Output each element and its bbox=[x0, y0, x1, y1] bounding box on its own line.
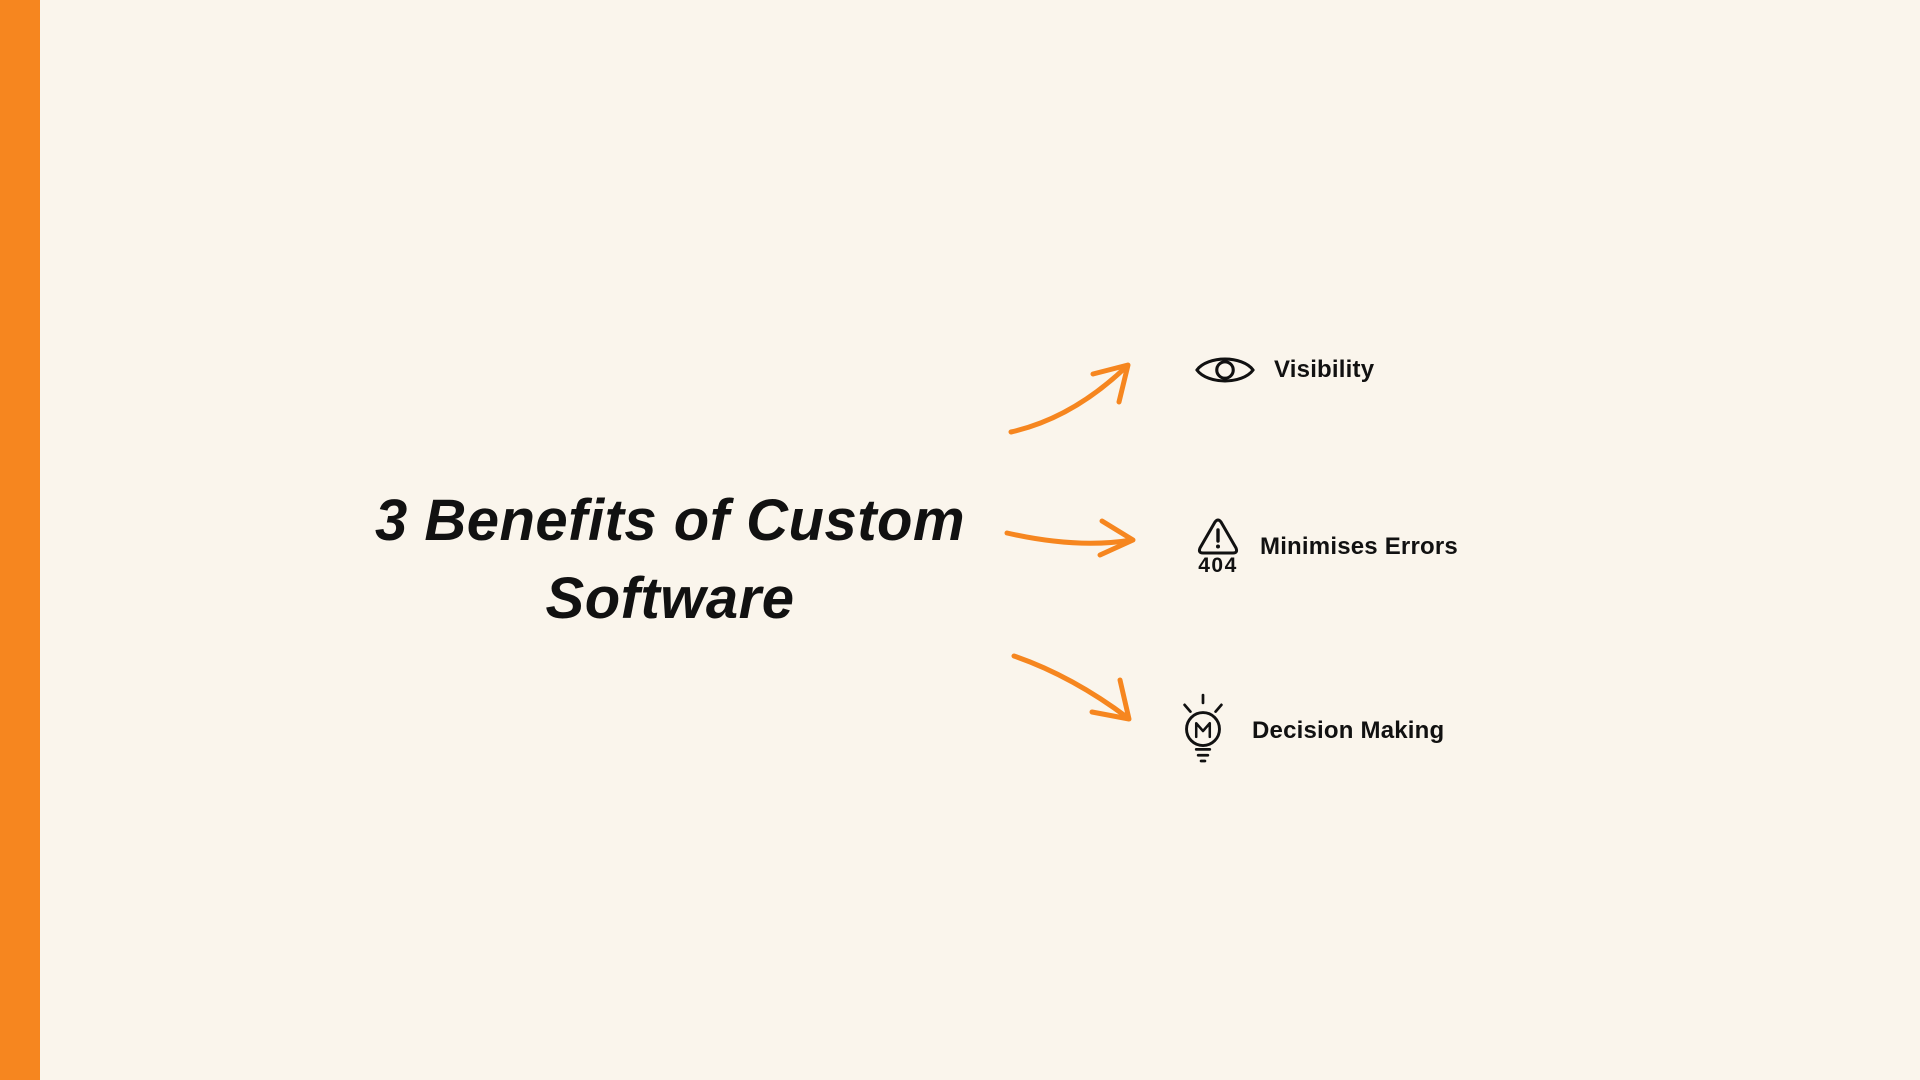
left-accent-bar bbox=[0, 0, 40, 1080]
title-line-1: 3 Benefits of Custom bbox=[374, 488, 966, 553]
benefit-label: Minimises Errors bbox=[1260, 532, 1458, 560]
title-line-2: Software bbox=[545, 566, 795, 631]
benefit-label: Decision Making bbox=[1252, 717, 1445, 744]
eye-icon bbox=[1194, 350, 1256, 390]
benefit-label: Visibility bbox=[1274, 356, 1375, 383]
benefit-item-decision-making: Decision Making bbox=[1172, 689, 1444, 773]
benefit-item-minimises-errors: 404 Minimises Errors bbox=[1194, 516, 1458, 577]
error-code-text: 404 bbox=[1198, 554, 1238, 577]
benefit-item-visibility: Visibility bbox=[1194, 350, 1374, 390]
arrow-up-right-icon bbox=[1008, 362, 1131, 435]
lightbulb-icon bbox=[1172, 689, 1234, 773]
page-title: 3 Benefits of Custom Software bbox=[330, 482, 1010, 638]
arrow-down-right-icon bbox=[1011, 653, 1132, 722]
arrow-right-icon bbox=[1004, 518, 1136, 558]
warning-404-icon: 404 bbox=[1194, 516, 1242, 577]
